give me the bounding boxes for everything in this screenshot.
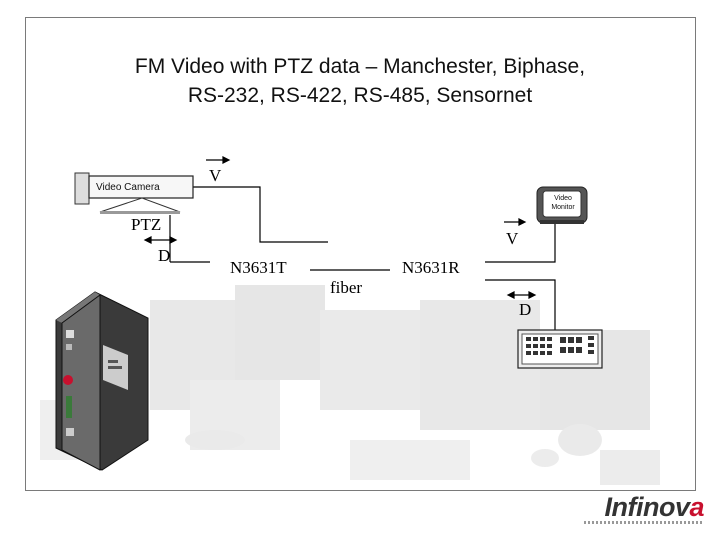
infinova-logo: Infinova bbox=[574, 494, 704, 524]
monitor-video-line bbox=[485, 223, 556, 263]
video-monitor-icon bbox=[536, 186, 588, 224]
logo-wordmark: Infinova bbox=[604, 492, 704, 522]
video-camera-label: Video Camera bbox=[96, 182, 160, 193]
video-signal-label-top: V bbox=[209, 166, 222, 185]
page-title: FM Video with PTZ data – Manchester, Bip… bbox=[60, 52, 660, 110]
data-label-right: D bbox=[519, 300, 532, 319]
monitor-label-line-2: Monitor bbox=[551, 204, 575, 211]
data-label-left: D bbox=[158, 246, 171, 265]
video-camera-icon bbox=[74, 172, 194, 214]
title-line-1: FM Video with PTZ data – Manchester, Bip… bbox=[134, 55, 586, 78]
ptz-keyboard-icon bbox=[517, 329, 603, 369]
receiver-label: N3631R bbox=[402, 258, 460, 277]
camera-video-line bbox=[193, 186, 328, 243]
title-line-2: RS-232, RS-422, RS-485, Sensornet bbox=[187, 84, 533, 107]
transceiver-product-image bbox=[55, 291, 149, 471]
monitor-label-line-1: Video bbox=[554, 195, 572, 202]
video-signal-label-right: V bbox=[506, 229, 519, 248]
ptz-label: PTZ bbox=[131, 215, 162, 234]
keyboard-data-line bbox=[485, 279, 556, 330]
logo-tagline-decoration bbox=[584, 521, 704, 524]
fiber-label: fiber bbox=[330, 278, 363, 297]
video-monitor-label: Video Monitor bbox=[546, 194, 580, 212]
transmitter-label: N3631T bbox=[230, 258, 287, 277]
